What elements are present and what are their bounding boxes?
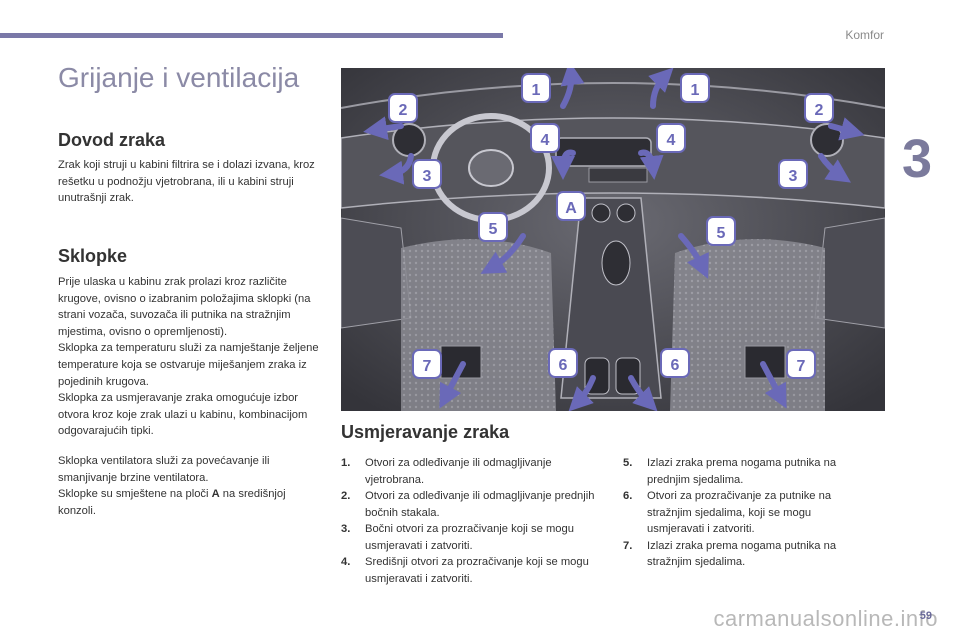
outlet-item: 7. Izlazi zraka prema nogama putnika na s… — [623, 538, 859, 571]
label-7-left: 7 — [423, 358, 432, 375]
watermark: carmanualsonline.info — [713, 606, 938, 631]
outlet-item-number: 2. — [341, 490, 351, 502]
label-2-right: 2 — [815, 102, 824, 119]
outlet-item-text: Izlazi zraka prema nogama putnika na str… — [647, 539, 837, 569]
outlet-item: 5. Izlazi zraka prema nogama putnika na p… — [623, 455, 859, 488]
outlet-item-number: 3. — [341, 523, 351, 535]
page-number: 59 — [919, 610, 932, 622]
label-6-right: 6 — [671, 357, 680, 374]
label-2-left: 2 — [399, 102, 408, 119]
section-label: Komfor — [845, 28, 884, 42]
label-7-right: 7 — [797, 358, 806, 375]
label-5-right: 5 — [717, 225, 726, 242]
outlet-item: 6. Otvori za prozračivanje za putnike na … — [623, 488, 859, 538]
label-1-left: 1 — [532, 82, 541, 99]
outlet-item-text: Središnji otvori za prozračivanje koji s… — [365, 556, 589, 585]
label-6-left: 6 — [559, 357, 568, 374]
outlet-item-text: Otvori za prozračivanje za putnike na st… — [647, 490, 832, 535]
chapter-number: 3 — [902, 129, 933, 189]
heading-sklopke: Sklopke — [58, 246, 128, 266]
outlet-item: 1. Otvori za odleđivanje ili odmagljivanj… — [341, 455, 601, 488]
sklopke-p2: Sklopka za temperaturu služi za namješta… — [58, 342, 319, 388]
dashboard-illustration: 1 1 2 2 3 3 4 4 5 5 6 6 7 7 — [341, 68, 885, 411]
outlet-item-number: 6. — [623, 490, 633, 502]
outlet-item-number: 7. — [623, 539, 633, 552]
outlet-item-number: 1. — [341, 457, 351, 469]
sklopke-p3: Sklopka za usmjeravanje zraka omogućuje … — [58, 392, 308, 438]
heading-dovod: Dovod zraka — [58, 130, 166, 150]
outlet-item-number: 4. — [341, 556, 351, 568]
sklopke-text-2: Sklopka ventilatora služi za povećavanje… — [58, 453, 320, 519]
outlet-list-left: 1. Otvori za odleđivanje ili odmagljivanj… — [341, 455, 601, 587]
sklopke-text: Prije ulaska u kabinu zrak prolazi kroz … — [58, 274, 320, 440]
outlet-item: 3. Bočni otvori za prozračivanje koji se … — [341, 521, 601, 554]
label-3-right: 3 — [789, 168, 798, 185]
outlet-item-text: Bočni otvori za prozračivanje koji se mo… — [365, 523, 574, 552]
label-1-right: 1 — [691, 82, 700, 99]
label-4-left: 4 — [541, 132, 550, 149]
header-bar — [0, 33, 503, 38]
outlet-item-number: 5. — [623, 457, 633, 469]
label-4-right: 4 — [667, 132, 676, 149]
label-a: A — [565, 200, 577, 217]
sklopke-p1: Prije ulaska u kabinu zrak prolazi kroz … — [58, 276, 311, 338]
outlet-list-right: 5. Izlazi zraka prema nogama putnika na p… — [623, 455, 859, 571]
sklopke-p4: Sklopka ventilatora služi za povećavanje… — [58, 455, 270, 484]
outlet-item: 4. Središnji otvori za prozračivanje koji… — [341, 554, 601, 587]
outlet-item: 2. Otvori za odleđivanje ili odmagljivanj… — [341, 488, 601, 521]
heading-usmjeravanje: Usmjeravanje zraka — [341, 422, 510, 442]
dovod-text: Zrak koji struji u kabini filtrira se i … — [58, 159, 315, 205]
dashboard-diagram: 1 1 2 2 3 3 4 4 5 5 6 6 7 7 — [341, 68, 885, 411]
outlet-item-text: Otvori za odleđivanje ili odmagljivanje … — [365, 457, 552, 486]
label-5-left: 5 — [489, 221, 498, 238]
sklopke-p5: Sklopke su smještene na ploči A na sredi… — [58, 488, 286, 517]
outlet-item-text: Otvori za odleđivanje ili odmagljivanje … — [365, 490, 595, 519]
outlet-item-text: Izlazi zraka prema nogama putnika na pre… — [647, 457, 837, 486]
page-title: Grijanje i ventilacija — [58, 62, 300, 93]
label-3-left: 3 — [423, 168, 432, 185]
